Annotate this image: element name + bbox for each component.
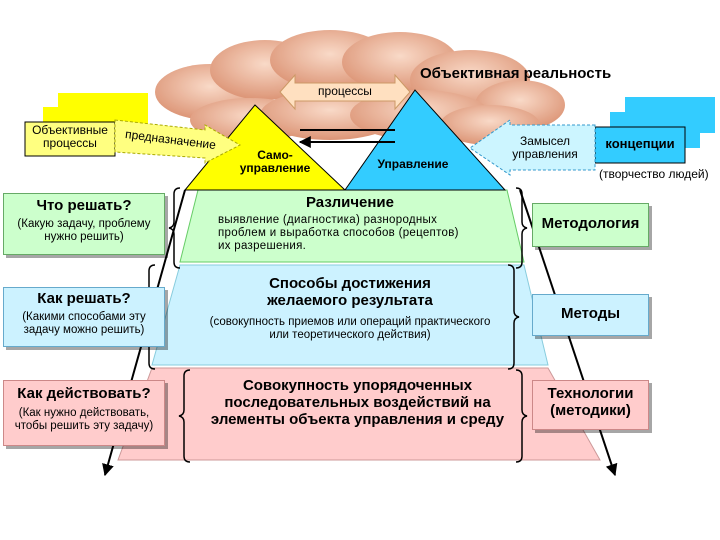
creativity-label: (творчество людей) <box>599 167 709 181</box>
concepts-label: концепции <box>605 136 675 151</box>
distinction-text: выявление (диагностика) разнородных проб… <box>218 214 459 252</box>
processes-arrow <box>279 73 411 111</box>
question-box-what <box>3 193 165 255</box>
distinction-title: Различение <box>305 194 394 211</box>
objective-processes-label: Объективные процессы <box>32 123 108 151</box>
question-how-sub: (Какими способами эту задачу можно решит… <box>22 311 146 336</box>
reality-title: Объективная реальность <box>420 65 612 82</box>
management-label: Управление <box>377 157 449 171</box>
right-brace-1 <box>515 187 528 269</box>
management-triangle <box>344 89 507 191</box>
question-act-title: Как действовать? <box>17 385 151 402</box>
methods-label: Методы <box>560 305 621 322</box>
self-management-label: Само- управление <box>239 148 311 176</box>
question-how-title: Как решать? <box>37 290 131 307</box>
question-box-act <box>3 380 165 446</box>
answer-box-technologies <box>532 380 649 430</box>
answer-box-methodology <box>532 203 649 247</box>
processes-label: процессы <box>318 84 372 98</box>
question-what-title: Что решать? <box>36 197 132 214</box>
intent-label: Замысел управления <box>512 134 578 162</box>
methods-title: Способы достижения желаемого результата <box>267 275 433 309</box>
methodology-label: Методология <box>541 215 640 232</box>
question-what-sub: (Какую задачу, проблему нужно решить) <box>17 218 151 243</box>
question-act-sub: (Как нужно действовать, чтобы решить эту… <box>14 407 154 432</box>
left-brace-3 <box>178 369 191 463</box>
left-brace-1 <box>168 187 181 269</box>
intent-arrow <box>469 119 596 176</box>
right-brace-2 <box>507 264 520 370</box>
question-box-how <box>3 287 165 347</box>
answer-box-methods <box>532 294 649 336</box>
technologies-title: Совокупность упорядоченных последователь… <box>210 377 505 428</box>
methods-text: (совокупность приемов или операций практ… <box>209 316 491 341</box>
technologies-label: Технологии (методики) <box>547 385 634 419</box>
purpose-arrow <box>114 119 242 164</box>
right-brace-3 <box>515 369 528 463</box>
